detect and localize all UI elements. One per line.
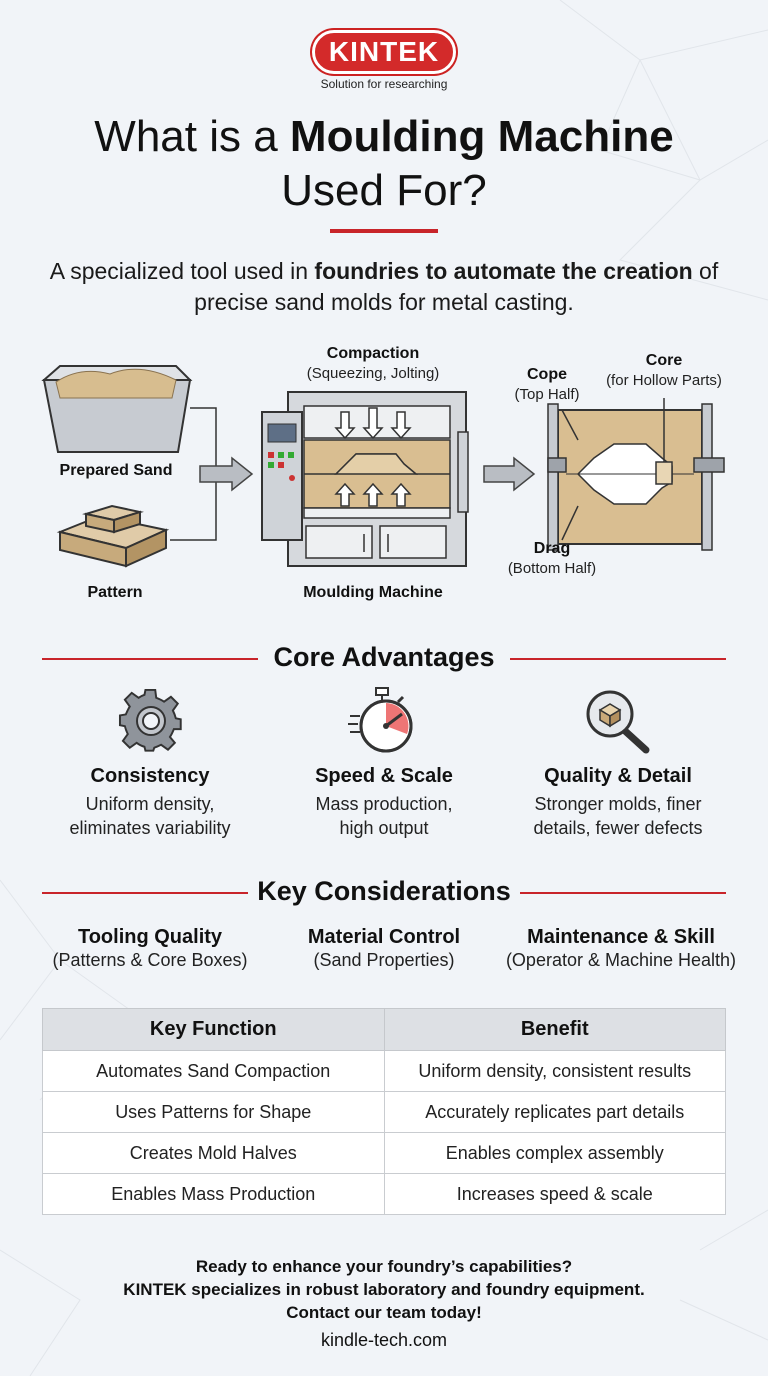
section-divider-right	[510, 658, 726, 660]
table-header-cell: Key Function	[42, 1008, 385, 1051]
logo-tagline: Solution for researching	[320, 77, 448, 91]
table-row: Automates Sand Compaction Uniform densit…	[42, 1050, 726, 1092]
process-diagram	[41, 365, 725, 568]
table-cell: Uniform density, consistent results	[383, 1050, 726, 1092]
advantage-title: Consistency	[90, 765, 210, 787]
arrow-right-icon	[483, 456, 536, 492]
pattern-label: Pattern	[87, 584, 143, 601]
considerations-heading: Key Considerations	[257, 876, 511, 906]
consideration-title: Tooling Quality	[77, 926, 223, 948]
consideration-desc: (Patterns & Core Boxes)	[52, 950, 248, 970]
machine-label: Moulding Machine	[303, 584, 443, 601]
gear-icon	[118, 688, 182, 752]
title-bold: Moulding Machine	[289, 112, 674, 161]
compaction-label: Compaction	[326, 345, 420, 362]
function-benefit-table: Key Function Benefit Automates Sand Comp…	[42, 1008, 726, 1215]
moulding-machine-icon	[261, 391, 469, 567]
table-cell: Uses Patterns for Shape	[42, 1091, 385, 1133]
title-divider	[330, 229, 438, 233]
stopwatch-icon	[348, 687, 413, 753]
table-cell: Increases speed & scale	[383, 1173, 726, 1215]
table-header-row: Key Function Benefit	[42, 1008, 726, 1051]
table-cell: Creates Mold Halves	[42, 1132, 385, 1174]
consideration-title: Maintenance & Skill	[527, 926, 715, 948]
page-subtitle: A specialized tool used in foundries to …	[40, 256, 728, 318]
consideration-desc: (Operator & Machine Health)	[505, 950, 737, 970]
table-row: Enables Mass Production Increases speed …	[42, 1173, 726, 1215]
prepared-sand-label: Prepared Sand	[59, 462, 173, 479]
subtitle-part1: A specialized tool used in	[49, 258, 315, 284]
table-cell: Automates Sand Compaction	[42, 1050, 385, 1092]
arrow-right-icon	[199, 456, 254, 492]
advantage-desc-line: Mass production,	[315, 794, 453, 814]
cope-sublabel: (Top Half)	[514, 386, 580, 403]
consideration-desc: (Sand Properties)	[313, 950, 455, 970]
core-sublabel: (for Hollow Parts)	[606, 372, 722, 389]
section-divider-right	[520, 892, 726, 894]
advantage-desc: Stronger molds, finer details, fewer def…	[498, 792, 738, 840]
footer-cta: Ready to enhance your foundry’s capabili…	[40, 1255, 728, 1324]
advantage-desc-line: Uniform density,	[85, 794, 215, 814]
core-label: Core	[645, 352, 683, 369]
title-part2: Used For?	[281, 166, 487, 215]
cope-label: Cope	[527, 366, 567, 383]
advantage-title: Speed & Scale	[315, 765, 453, 787]
kintek-logo: KINTEK	[312, 30, 456, 74]
section-divider-left	[42, 892, 248, 894]
mold-cross-section-icon	[547, 398, 725, 551]
footer-line: Contact our team today!	[286, 1303, 482, 1322]
advantage-desc-line: Stronger molds, finer	[534, 794, 702, 814]
website-link[interactable]: kindle-tech.com	[320, 1330, 448, 1350]
subtitle-part2: of precise sand molds for metal casting.	[194, 258, 719, 315]
table-header-cell: Benefit	[383, 1008, 726, 1051]
magnifier-icon	[586, 690, 650, 754]
pattern-icon	[56, 504, 170, 568]
advantage-title: Quality & Detail	[544, 765, 692, 787]
drag-label: Drag	[533, 540, 571, 557]
advantage-desc-line: eliminates variability	[69, 818, 231, 838]
advantage-desc: Uniform density, eliminates variability	[30, 792, 270, 840]
table-cell: Accurately replicates part details	[383, 1091, 726, 1133]
table-row: Creates Mold Halves Enables complex asse…	[42, 1132, 726, 1174]
table-cell: Enables complex assembly	[383, 1132, 726, 1174]
consideration-title: Material Control	[307, 926, 461, 948]
section-divider-left	[42, 658, 258, 660]
compaction-sublabel: (Squeezing, Jolting)	[306, 365, 440, 382]
table-cell: Enables Mass Production	[42, 1173, 385, 1215]
subtitle-bold: foundries to automate the creation	[314, 258, 693, 284]
advantage-desc-line: details, fewer defects	[533, 818, 703, 838]
sand-tray-icon	[41, 365, 193, 453]
title-part1: What is a	[94, 112, 290, 161]
page-title: What is a Moulding Machine Used For?	[20, 110, 748, 218]
footer-line: Ready to enhance your foundry’s capabili…	[195, 1257, 573, 1276]
footer-line: KINTEK specializes in robust laboratory …	[123, 1280, 645, 1299]
advantage-desc-line: high output	[339, 818, 429, 838]
table-row: Uses Patterns for Shape Accurately repli…	[42, 1091, 726, 1133]
advantage-desc: Mass production, high output	[264, 792, 504, 840]
advantages-heading: Core Advantages	[273, 642, 495, 672]
drag-sublabel: (Bottom Half)	[507, 560, 597, 577]
